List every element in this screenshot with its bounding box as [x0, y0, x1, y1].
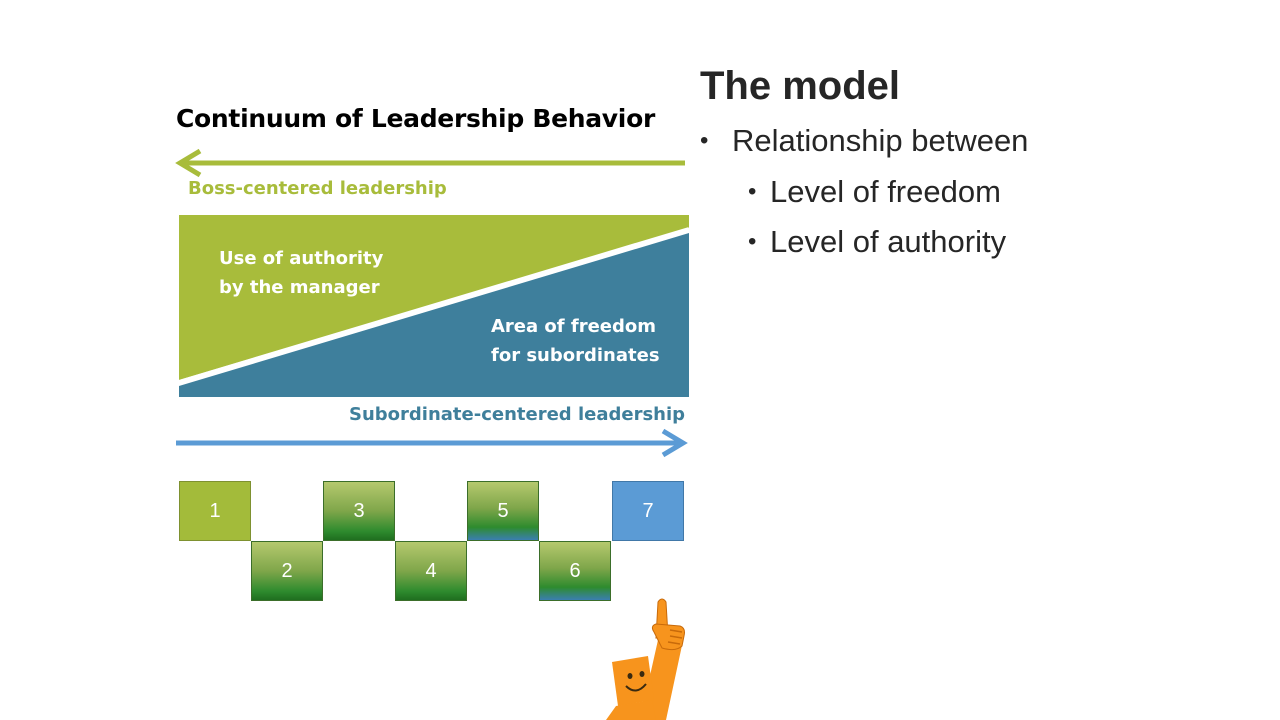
step-box-3: 3	[323, 481, 395, 541]
step-box-4: 4	[395, 541, 467, 601]
step-box-6: 6	[539, 541, 611, 601]
sub-bullet-item: •Level of authority	[748, 224, 1007, 259]
bullet-item: •Relationship between	[700, 123, 1029, 158]
diagram-title: Continuum of Leadership Behavior	[176, 104, 655, 133]
sub-bullet-text: Level of authority	[770, 224, 1007, 259]
continuum-diagram	[175, 148, 690, 458]
authority-area-label: Use of authority by the manager	[219, 244, 383, 302]
page-title: The model	[700, 64, 901, 108]
subordinate-centered-label: Subordinate-centered leadership	[349, 404, 686, 425]
freedom-area	[179, 233, 689, 397]
right-arrow-icon	[176, 428, 688, 458]
step-box-5: 5	[467, 481, 539, 541]
boss-centered-label: Boss-centered leadership	[188, 178, 447, 199]
freedom-line-1: Area of freedom	[491, 316, 657, 337]
freedom-line-2: for subordinates	[491, 345, 660, 366]
authority-area	[179, 215, 689, 380]
authority-line-1: Use of authority	[219, 248, 384, 269]
bullet-text: Relationship between	[732, 123, 1029, 158]
freedom-area-label: Area of freedom for subordinates	[491, 312, 660, 370]
step-box-7: 7	[612, 481, 684, 541]
sub-bullet-item: •Level of freedom	[748, 174, 1001, 209]
sub-bullet-text: Level of freedom	[770, 174, 1001, 209]
pointing-mascot-icon	[606, 598, 685, 720]
authority-line-2: by the manager	[219, 277, 380, 298]
step-box-2: 2	[251, 541, 323, 601]
step-box-1: 1	[179, 481, 251, 541]
left-arrow-icon	[175, 148, 685, 178]
